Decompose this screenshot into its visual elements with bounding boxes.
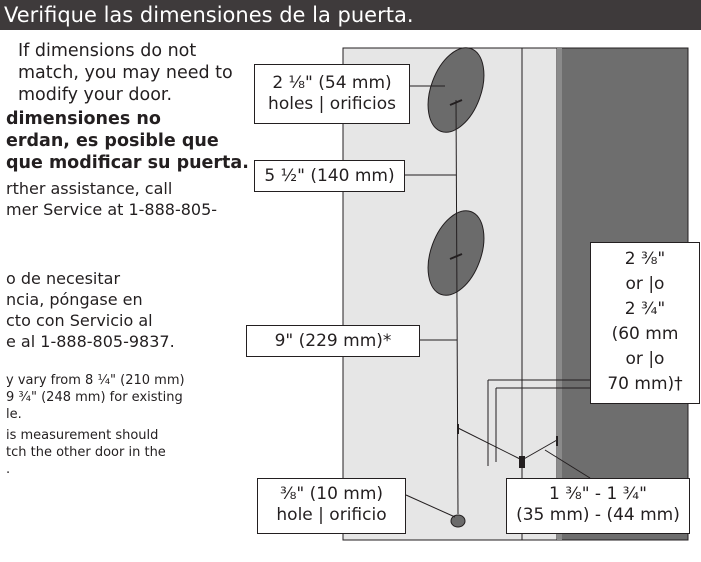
- centerline: [455, 99, 459, 515]
- backset-label: 2 ⅜" or |o 2 ¾" (60 mm or |o 70 mm)†: [590, 242, 700, 404]
- label-line: or |o: [625, 274, 665, 294]
- note-line: 9 ¾" (248 mm) for existing: [6, 390, 183, 405]
- label-line: 2 ⅛" (54 mm): [272, 73, 392, 93]
- spanish-assistance-note: o de necesitar ncia, póngase en cto con …: [6, 268, 175, 352]
- label-line: 70 mm)†: [607, 374, 683, 394]
- latch-marker: [519, 456, 525, 468]
- note-line: dimensiones no: [6, 109, 161, 129]
- english-assistance-note: rther assistance, call mer Service at 1-…: [6, 178, 217, 220]
- hole-spacing-label: 5 ½" (140 mm): [254, 160, 405, 192]
- label-line: (60 mm: [611, 324, 679, 344]
- hole-diameter-label: 2 ⅛" (54 mm) holes | orificios: [254, 64, 410, 124]
- label-line: ⅜" (10 mm): [279, 484, 384, 504]
- tick-top: [449, 99, 463, 106]
- label-line: 5 ½" (140 mm): [264, 166, 395, 186]
- cross-line-1: [457, 427, 523, 461]
- note-line: ncia, póngase en: [6, 290, 143, 309]
- footnote-asterisk: y vary from 8 ¼" (210 mm) 9 ¾" (248 mm) …: [6, 372, 185, 423]
- note-line: le.: [6, 407, 22, 422]
- label-line: 2 ⅜": [624, 249, 666, 269]
- note-line: e al 1-888-805-9837.: [6, 332, 175, 351]
- label-line: 2 ¾": [624, 299, 666, 319]
- note-line: erdan, es posible que: [6, 131, 219, 151]
- small-hole: [450, 514, 466, 528]
- note-line: cto con Servicio al: [6, 311, 153, 330]
- note-line: .: [6, 462, 11, 477]
- note-line: match, you may need to: [18, 63, 233, 83]
- tick-middle: [449, 253, 463, 260]
- label-line: (35 mm) - (44 mm): [516, 505, 680, 525]
- label-line: 1 ⅜" - 1 ¾": [549, 484, 647, 504]
- page-title: Verifique las dimensiones de la puerta.: [0, 0, 701, 30]
- cross-line-2: [521, 439, 558, 461]
- leader-thickness-2: [544, 449, 591, 479]
- note-line: y vary from 8 ¼" (210 mm): [6, 373, 185, 388]
- label-line: holes | orificios: [268, 94, 396, 114]
- edge-highlight: [557, 48, 562, 540]
- note-line: rther assistance, call: [6, 179, 173, 198]
- upper-hole: [427, 47, 485, 133]
- english-mismatch-note: If dimensions do not match, you may need…: [18, 40, 233, 106]
- note-line: tch the other door in the: [6, 445, 166, 460]
- small-hole-label: ⅜" (10 mm) hole | orificio: [257, 478, 406, 534]
- note-line: mer Service at 1-888-805-: [6, 200, 218, 219]
- label-line: 9" (229 mm)*: [274, 331, 392, 351]
- note-line: is measurement should: [6, 428, 159, 443]
- footnote-dagger: is measurement should tch the other door…: [6, 427, 166, 478]
- lower-distance-label: 9" (229 mm)*: [246, 325, 420, 357]
- leader-small-hole: [405, 494, 456, 518]
- label-line: or |o: [625, 349, 665, 369]
- lower-hole: [427, 210, 485, 296]
- thickness-label: 1 ⅜" - 1 ¾" (35 mm) - (44 mm): [506, 478, 690, 534]
- spanish-mismatch-note: dimensiones no erdan, es posible que que…: [6, 108, 249, 174]
- note-line: If dimensions do not: [18, 41, 197, 61]
- note-line: o de necesitar: [6, 269, 121, 288]
- label-line: hole | orificio: [276, 505, 387, 525]
- note-line: modify your door.: [18, 85, 173, 105]
- note-line: que modificar su puerta.: [6, 153, 249, 173]
